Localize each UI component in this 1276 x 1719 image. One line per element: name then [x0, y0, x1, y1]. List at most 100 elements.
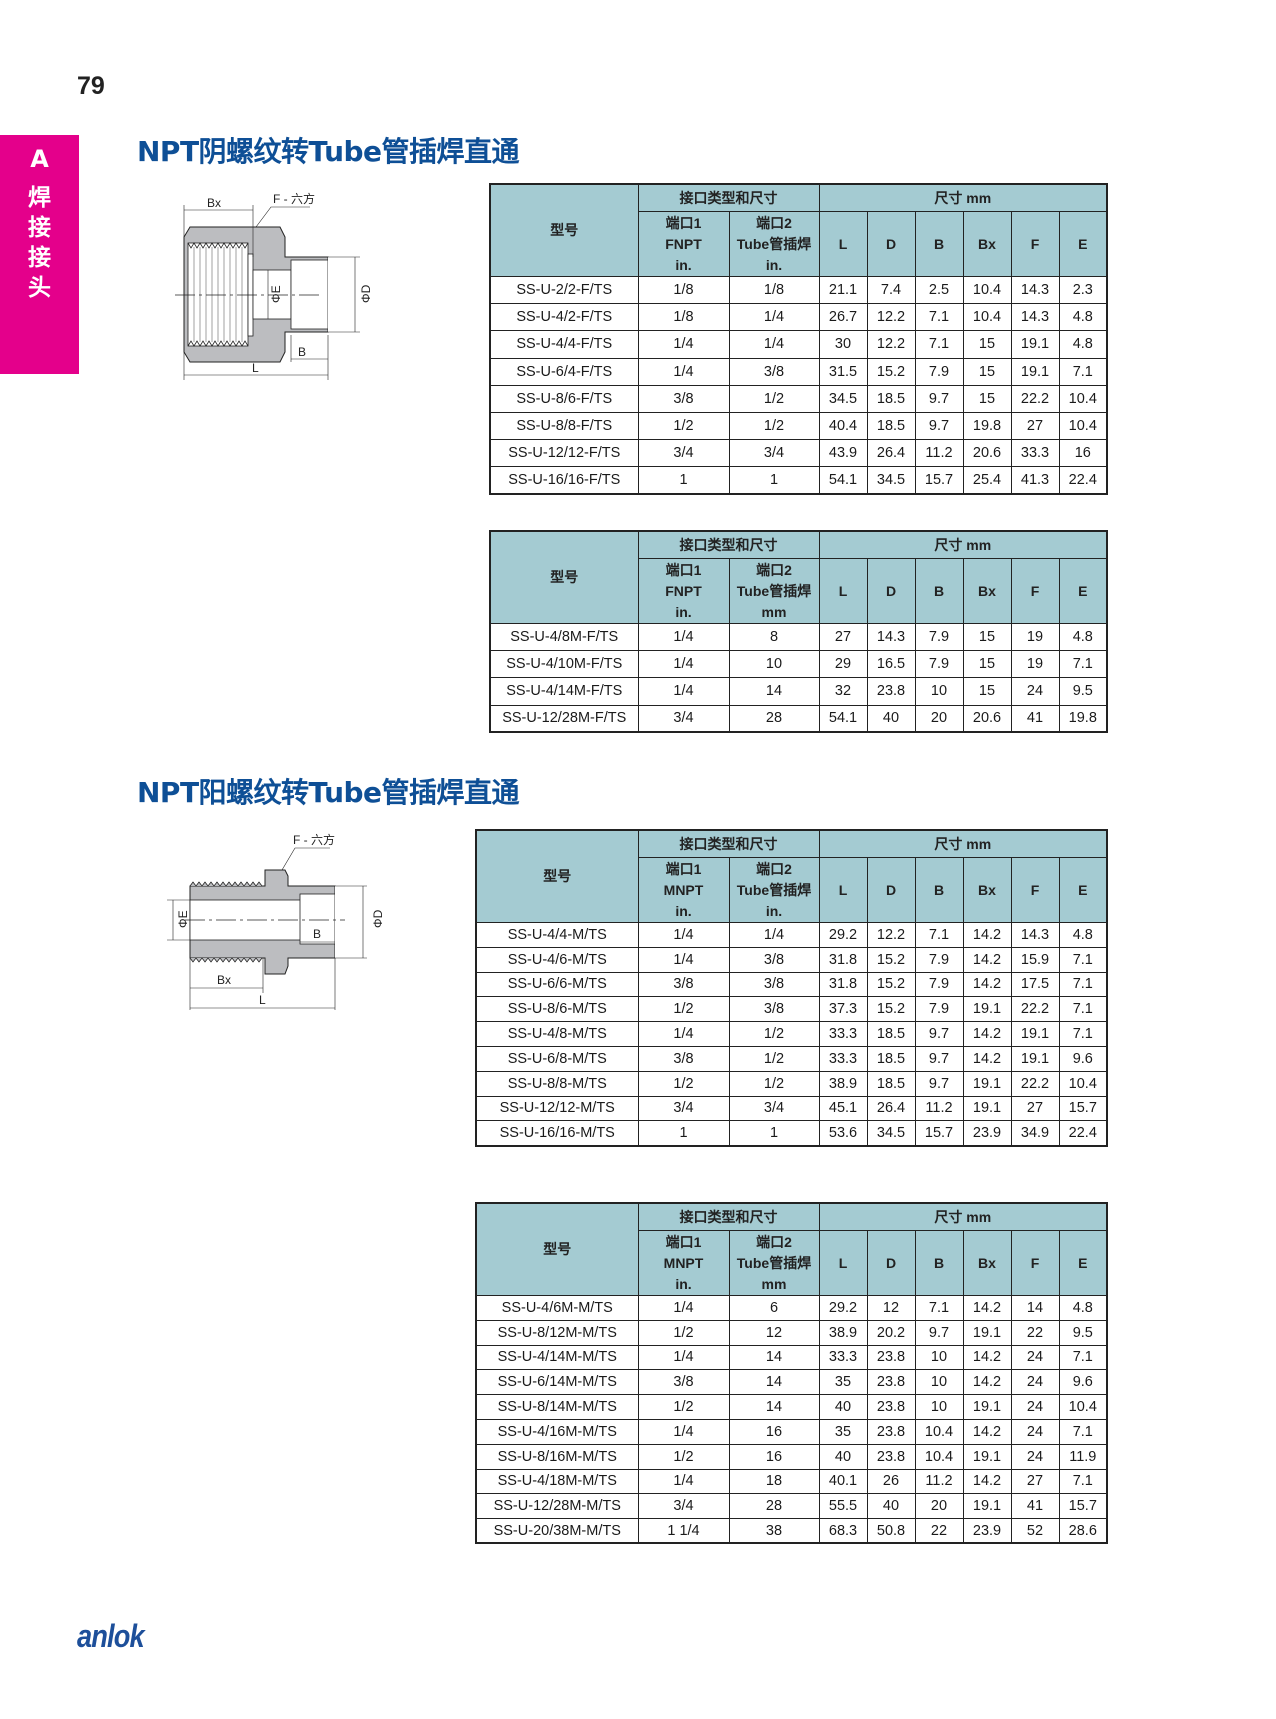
header-dim-l: L [818, 857, 868, 923]
table-cell: 23.9 [962, 1518, 1012, 1544]
header-dim-b: B [914, 857, 964, 923]
table-cell: 34.9 [1010, 1120, 1060, 1147]
table-cell: 3/4 [728, 439, 820, 468]
cell-model: SS-U-8/14M-M/TS [475, 1394, 639, 1420]
table-cell: 19.1 [962, 1319, 1012, 1346]
table-cell: 14.3 [1010, 922, 1060, 948]
table-cell: 24 [1010, 1443, 1060, 1470]
table-cell: 3/4 [637, 1493, 730, 1520]
table-cell: 16 [728, 1443, 820, 1470]
table-cell: 19.1 [962, 1095, 1012, 1122]
table-cell: 3/8 [637, 384, 730, 413]
table-cell: 43.9 [818, 439, 868, 468]
table-cell: 40 [866, 1493, 916, 1520]
table-cell: 33.3 [1010, 439, 1060, 468]
header-port1-line: 端口1 [665, 214, 702, 231]
header-dim-group: 尺寸 mm [818, 183, 1108, 212]
cell-model: SS-U-2/2-F/TS [489, 275, 639, 305]
table-cell: 35 [818, 1418, 868, 1445]
table-cell: 15.2 [866, 357, 916, 386]
header-port1-line: in. [675, 603, 692, 620]
section-title-female: NPT阴螺纹转Tube管插焊直通 [137, 135, 520, 168]
table-cell: 1 1/4 [637, 1518, 730, 1544]
table-cell: 3/8 [637, 971, 730, 998]
table-cell: 18.5 [866, 1070, 916, 1097]
side-tab-label: 焊接接头 [28, 185, 51, 301]
table-cell: 20.6 [962, 439, 1012, 468]
cell-model: SS-U-4/10M-F/TS [489, 650, 639, 679]
header-port1-line: FNPT [665, 235, 702, 252]
table-cell: 3/4 [728, 1095, 820, 1122]
table-cell: 21.1 [818, 275, 868, 305]
table-cell: 11.2 [914, 1468, 964, 1495]
table-cell: 14.2 [962, 1295, 1012, 1321]
table-cell: 1/2 [728, 1045, 820, 1072]
table-cell: 7.1 [1058, 650, 1108, 679]
header-dim-b: B [914, 558, 964, 624]
table-cell: 7.9 [914, 357, 964, 386]
table-cell: 54.1 [818, 704, 868, 733]
table-cell: 1/8 [728, 275, 820, 305]
table-cell: 41.3 [1010, 466, 1060, 495]
cell-model: SS-U-8/6-F/TS [489, 384, 639, 413]
table-cell: 7.9 [914, 650, 964, 679]
table-cell: 38.9 [818, 1070, 868, 1097]
table-cell: 19.1 [962, 996, 1012, 1023]
table-cell: 7.1 [1058, 996, 1108, 1023]
table-cell: 23.8 [866, 1344, 916, 1371]
header-dim-d: D [866, 211, 916, 277]
table-cell: 18.5 [866, 411, 916, 441]
drawing-label-d: ΦD [359, 284, 373, 303]
table-cell: 1/8 [637, 303, 730, 332]
header-port2-line: mm [761, 1275, 787, 1292]
drawing-label-bx: Bx [207, 196, 221, 210]
table-cell: 33.3 [818, 1021, 868, 1047]
header-dim-f: F [1010, 211, 1060, 277]
drawing-label-l: L [252, 361, 259, 375]
cell-model: SS-U-4/8M-F/TS [489, 622, 639, 652]
cell-model: SS-U-4/14M-F/TS [489, 677, 639, 706]
table-cell: 27 [818, 622, 868, 652]
header-dim-bx: Bx [962, 211, 1012, 277]
table-cell: 68.3 [818, 1518, 868, 1544]
table-cell: 23.9 [962, 1120, 1012, 1147]
table-cell: 4.8 [1058, 1295, 1108, 1321]
cell-model: SS-U-12/12-F/TS [489, 439, 639, 468]
table-cell: 7.4 [866, 275, 916, 305]
table-cell: 26 [866, 1468, 916, 1495]
header-dim-d: D [866, 857, 916, 923]
table-cell: 55.5 [818, 1493, 868, 1520]
table-cell: 10.4 [962, 303, 1012, 332]
table-cell: 15 [962, 677, 1012, 706]
table-cell: 24 [1010, 1418, 1060, 1445]
table-cell: 15 [962, 357, 1012, 386]
table-cell: 10 [914, 1394, 964, 1420]
table-cell: 23.8 [866, 1443, 916, 1470]
table-cell: 19.1 [962, 1394, 1012, 1420]
table-cell: 10.4 [914, 1418, 964, 1445]
drawing-label-l: L [259, 993, 266, 1007]
table-cell: 3/8 [728, 996, 820, 1023]
header-port-group: 接口类型和尺寸 [637, 829, 820, 858]
header-dim-d: D [866, 1230, 916, 1296]
table-cell: 22.2 [1010, 996, 1060, 1023]
header-dim-f: F [1010, 857, 1060, 923]
table-cell: 4.8 [1058, 330, 1108, 359]
table-cell: 1/2 [728, 1021, 820, 1047]
table-cell: 41 [1010, 704, 1060, 733]
header-dim-b: B [914, 211, 964, 277]
table-cell: 4.8 [1058, 303, 1108, 332]
drawing-label-b: B [313, 927, 321, 941]
header-dim-bx: Bx [962, 1230, 1012, 1296]
